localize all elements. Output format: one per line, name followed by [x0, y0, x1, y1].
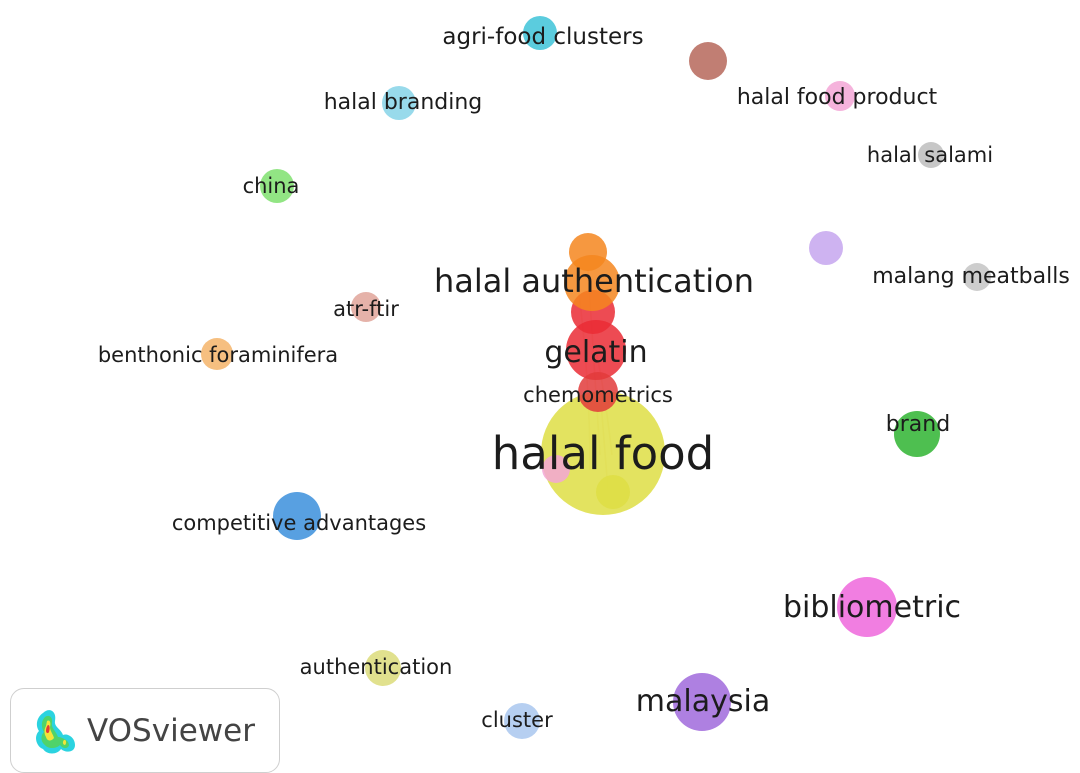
label-halal-food: halal food [492, 427, 714, 480]
label-atr-ftir: atr-ftir [333, 297, 399, 321]
node-brand[interactable] [894, 411, 940, 457]
label-cluster: cluster [481, 708, 553, 732]
label-halal-branding: halal branding [324, 90, 483, 115]
node-agri-food-clusters[interactable] [523, 16, 557, 50]
label-china: china [243, 174, 300, 198]
label-halal-food-product: halal food product [737, 85, 938, 110]
node-gelatin[interactable] [566, 320, 626, 380]
node-bibliometric[interactable] [837, 577, 897, 637]
label-gelatin: gelatin [544, 335, 647, 370]
label-malang-meatballs: malang meatballs [872, 264, 1070, 289]
vosviewer-heat-icon [36, 710, 75, 754]
node-brown-cluster[interactable] [689, 42, 727, 80]
node-cluster[interactable] [504, 703, 540, 739]
vosviewer-logo-text: VOSviewer [87, 713, 255, 749]
node-halal-food-product[interactable] [825, 81, 855, 111]
node-halal-salami[interactable] [918, 142, 944, 168]
vosviewer-logo: VOSviewer [10, 688, 280, 773]
node-china[interactable] [260, 169, 294, 203]
node-competitive-advantages[interactable] [273, 492, 321, 540]
label-authentication: authentication [300, 655, 453, 679]
label-halal-salami: halal salami [867, 143, 993, 167]
node-chemometrics[interactable] [578, 372, 618, 412]
node-halal-food[interactable] [541, 391, 665, 515]
node-halal-branding[interactable] [382, 86, 416, 120]
label-halal-authentication: halal authentication [434, 262, 754, 300]
label-benthonic-foraminifera: benthonic foraminifera [98, 343, 338, 367]
label-chemometrics: chemometrics [523, 383, 673, 407]
label-competitive-advantages: competitive advantages [172, 511, 426, 535]
label-layer: agri-food clusters halal branding halal … [98, 24, 1070, 732]
label-malaysia: malaysia [636, 684, 770, 719]
node-halal-authentication[interactable] [564, 255, 620, 311]
node-benthonic-foraminifera[interactable] [201, 338, 233, 370]
label-bibliometric: bibliometric [783, 590, 961, 625]
node-halal-food-pink [542, 455, 570, 483]
node-atr-ftir[interactable] [351, 292, 381, 322]
node-malang-meatballs[interactable] [963, 263, 991, 291]
label-brand: brand [886, 412, 950, 437]
label-agri-food-clusters: agri-food clusters [442, 24, 643, 50]
node-halal-food-sub [596, 475, 630, 509]
node-lavender-cluster[interactable] [809, 231, 843, 265]
node-malaysia[interactable] [673, 673, 731, 731]
node-layer [201, 16, 991, 739]
node-authentication[interactable] [365, 650, 401, 686]
